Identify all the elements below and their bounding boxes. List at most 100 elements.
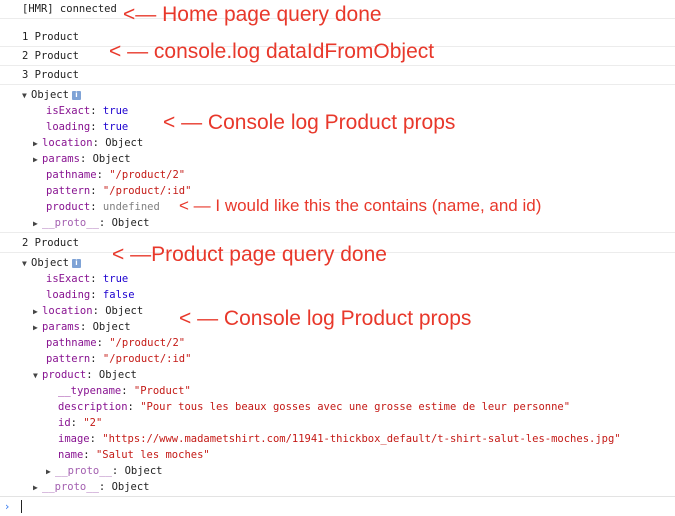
- property-value: undefined: [102, 201, 160, 213]
- object-property: pathname: "/product/2": [46, 169, 186, 181]
- object-label: Object: [31, 89, 69, 101]
- collapsed-triangle-icon[interactable]: ▶: [33, 323, 38, 332]
- console-message[interactable]: 3 Product: [0, 66, 675, 85]
- property-value: Object: [111, 481, 150, 493]
- property-value: true: [102, 105, 129, 117]
- object-property: isExact: true: [46, 273, 129, 285]
- property-key: location: [42, 137, 93, 149]
- separator: [0, 215, 675, 233]
- property-value: "/product/2": [109, 169, 186, 181]
- console-message-text: 1 Product: [22, 31, 79, 43]
- prompt-chevron-icon: ›: [5, 500, 10, 513]
- property-key: description: [58, 401, 128, 413]
- property-key: loading: [46, 121, 91, 133]
- property-value: Object: [92, 153, 131, 165]
- object-property: __typename: "Product": [58, 385, 191, 397]
- property-key: __typename: [58, 385, 122, 397]
- console-prompt[interactable]: ›: [0, 496, 675, 516]
- console-message-text: [HMR] connected: [22, 3, 117, 15]
- property-value: true: [102, 121, 129, 133]
- object-property-expander[interactable]: ▼product: Object: [33, 369, 137, 381]
- expand-triangle-icon[interactable]: ▼: [33, 371, 38, 380]
- console-message[interactable]: 2 Product: [0, 47, 675, 66]
- object-property-expander[interactable]: ▶__proto__: Object: [33, 217, 150, 229]
- collapsed-triangle-icon[interactable]: ▶: [46, 467, 51, 476]
- object-property: pattern: "/product/:id": [46, 353, 192, 365]
- property-value: "/product/:id": [102, 185, 192, 197]
- object-property: loading: false: [46, 289, 135, 301]
- object-property: name: "Salut les moches": [58, 449, 210, 461]
- collapsed-triangle-icon[interactable]: ▶: [33, 219, 38, 228]
- console-message[interactable]: [HMR] connected: [0, 0, 675, 19]
- property-key: __proto__: [42, 481, 99, 493]
- object-property: pathname: "/product/2": [46, 337, 186, 349]
- property-value: "/product/:id": [102, 353, 192, 365]
- object-label: Object: [31, 257, 69, 269]
- property-value: false: [102, 289, 135, 301]
- collapsed-triangle-icon[interactable]: ▶: [33, 483, 38, 492]
- property-key: params: [42, 153, 80, 165]
- property-key: params: [42, 321, 80, 333]
- property-key: isExact: [46, 105, 91, 117]
- property-value: "/product/2": [109, 337, 186, 349]
- object-property-expander[interactable]: ▶location: Object: [33, 137, 144, 149]
- collapsed-triangle-icon[interactable]: ▶: [33, 155, 38, 164]
- object-property: loading: true: [46, 121, 129, 133]
- property-key: __proto__: [55, 465, 112, 477]
- object-property: description: "Pour tous les beaux gosses…: [58, 401, 571, 413]
- annotation: < —Product page query done: [112, 243, 387, 266]
- object-property-expander[interactable]: ▶__proto__: Object: [46, 465, 163, 477]
- property-value: Object: [124, 465, 163, 477]
- property-value: Object: [92, 321, 131, 333]
- console-message[interactable]: 2 Product: [0, 234, 675, 253]
- collapsed-triangle-icon[interactable]: ▶: [33, 139, 38, 148]
- object-property: isExact: true: [46, 105, 129, 117]
- property-key: product: [42, 369, 87, 381]
- property-key: id: [58, 417, 71, 429]
- property-key: name: [58, 449, 84, 461]
- property-key: pathname: [46, 169, 97, 181]
- property-key: pattern: [46, 185, 91, 197]
- annotation: < — Console log Product props: [179, 307, 472, 330]
- property-value: Object: [105, 137, 144, 149]
- expand-triangle-icon[interactable]: ▼: [22, 91, 27, 100]
- console-message[interactable]: 1 Product: [0, 28, 675, 47]
- collapsed-triangle-icon[interactable]: ▶: [33, 307, 38, 316]
- object-property: product: undefined: [46, 201, 160, 213]
- console-message-text: 2 Product: [22, 50, 79, 62]
- info-icon[interactable]: i: [71, 259, 81, 268]
- info-icon[interactable]: i: [71, 91, 81, 100]
- console-message-text: 3 Product: [22, 69, 79, 81]
- property-key: pathname: [46, 337, 97, 349]
- console-message-text: 2 Product: [22, 237, 79, 249]
- property-value: "Product": [133, 385, 191, 397]
- property-key: pattern: [46, 353, 91, 365]
- property-key: loading: [46, 289, 91, 301]
- property-value: Object: [105, 305, 144, 317]
- object-property-expander[interactable]: ▶location: Object: [33, 305, 144, 317]
- annotation: < — Console log Product props: [163, 111, 456, 134]
- expand-triangle-icon[interactable]: ▼: [22, 259, 27, 268]
- annotation: < — console.log dataIdFromObject: [109, 40, 435, 63]
- property-key: __proto__: [42, 217, 99, 229]
- property-value: true: [102, 273, 129, 285]
- property-key: isExact: [46, 273, 91, 285]
- object-property: image: "https://www.madametshirt.com/119…: [58, 433, 621, 445]
- object-property-expander[interactable]: ▶params: Object: [33, 321, 131, 333]
- property-value: "https://www.madametshirt.com/11941-thic…: [102, 433, 621, 445]
- object-property-expander[interactable]: ▶__proto__: Object: [33, 481, 150, 493]
- property-key: image: [58, 433, 90, 445]
- property-key: location: [42, 305, 93, 317]
- object-property-expander[interactable]: ▶params: Object: [33, 153, 131, 165]
- object-property: pattern: "/product/:id": [46, 185, 192, 197]
- text-caret: [21, 500, 22, 513]
- property-value: Object: [111, 217, 150, 229]
- property-value: "Salut les moches": [95, 449, 210, 461]
- annotation: <— Home page query done: [123, 3, 382, 26]
- property-value: "Pour tous les beaux gosses avec une gro…: [140, 401, 571, 413]
- property-key: product: [46, 201, 91, 213]
- object-property: id: "2": [58, 417, 103, 429]
- property-value: Object: [98, 369, 137, 381]
